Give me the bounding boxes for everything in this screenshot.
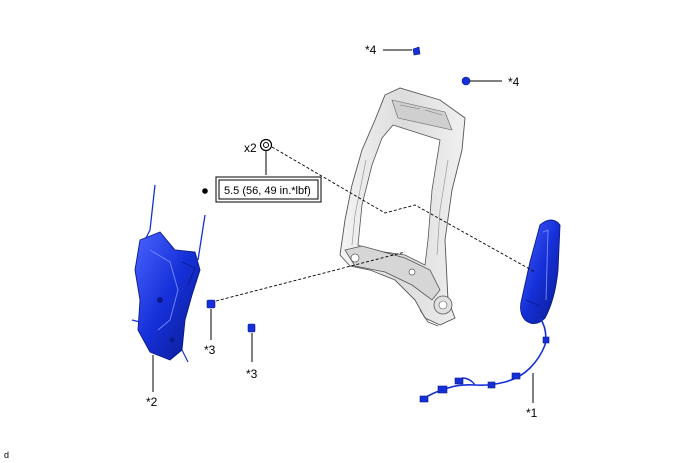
- clip-4b: [461, 76, 471, 86]
- assembly-lines: [215, 146, 536, 302]
- seatback-frame: [339, 87, 466, 327]
- clip-3a: [206, 299, 216, 309]
- callout-4-b: *4: [508, 75, 520, 89]
- seat-bracket: [131, 184, 206, 363]
- illustration-id: d: [4, 450, 9, 460]
- callout-1: *1: [526, 406, 538, 420]
- torque-spec-text: 5.5 (56, 49 in.*lbf): [224, 185, 311, 197]
- clip-4a: [412, 46, 421, 56]
- nut-with-washer: [259, 138, 273, 152]
- callout-4-a: *4: [365, 43, 377, 57]
- fastener-count-label: x2: [244, 141, 257, 155]
- side-airbag-assembly: [419, 219, 561, 403]
- callout-3-b: *3: [246, 367, 258, 381]
- callout-2: *2: [146, 395, 158, 409]
- clip-3b: [247, 323, 256, 333]
- torque-bullet-icon: [202, 188, 208, 194]
- leader-lines: [152, 49, 534, 403]
- callout-3-a: *3: [204, 343, 216, 357]
- torque-spec-box: 5.5 (56, 49 in.*lbf): [202, 176, 322, 203]
